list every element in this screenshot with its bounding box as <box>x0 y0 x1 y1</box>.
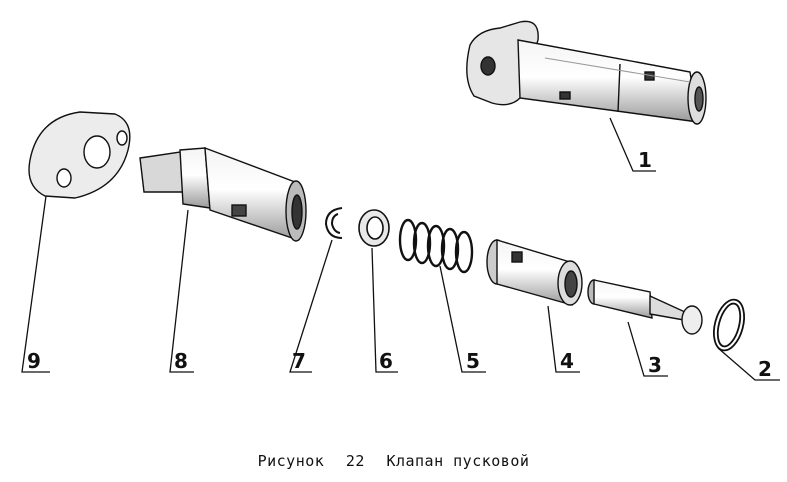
callout-2: 2 <box>758 357 772 381</box>
part-9-flange <box>28 111 131 199</box>
caption-number: 22 <box>345 452 365 470</box>
callout-4: 4 <box>560 349 574 373</box>
caption-prefix: Рисунок <box>257 452 325 470</box>
part-2-o-ring <box>712 298 746 352</box>
part-4-guide-sleeve <box>486 239 583 306</box>
caption-title: Клапан пусковой <box>386 452 530 470</box>
part-3-valve <box>587 279 703 335</box>
callout-6: 6 <box>379 349 393 373</box>
callout-8: 8 <box>174 349 188 373</box>
part-6-washer <box>358 209 390 247</box>
part-5-spring <box>398 218 474 274</box>
callout-7: 7 <box>292 349 306 373</box>
callout-5: 5 <box>466 349 480 373</box>
part-8-housing <box>139 146 307 242</box>
leader-lines <box>21 117 780 381</box>
figure-caption: Рисунок 22 Клапан пусковой <box>0 452 787 470</box>
callout-9: 9 <box>27 349 41 373</box>
callout-labels: 1 2 3 4 5 6 7 8 9 <box>27 148 772 381</box>
part-1-assembled-valve <box>466 20 707 125</box>
callout-3: 3 <box>648 353 662 377</box>
part-7-lock-ring <box>324 207 343 239</box>
callout-1: 1 <box>638 148 652 172</box>
